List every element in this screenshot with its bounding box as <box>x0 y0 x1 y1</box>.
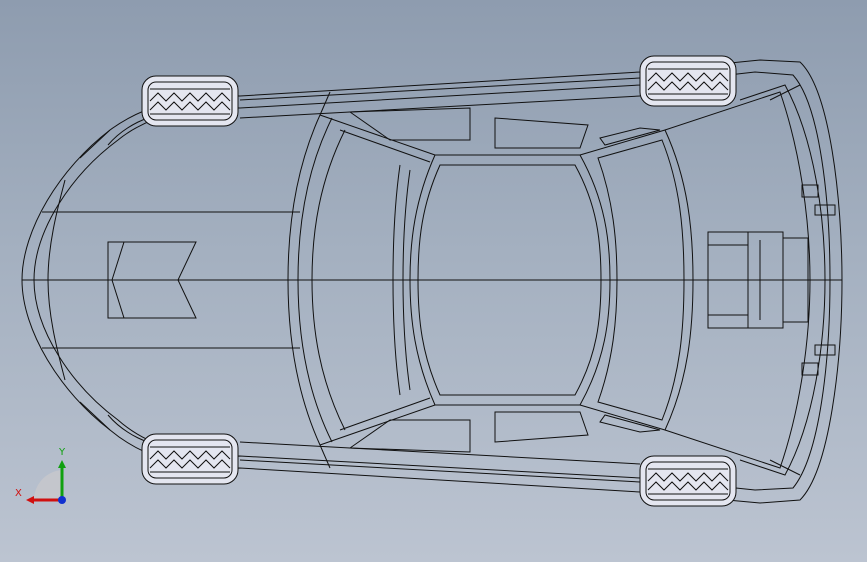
axis-y-label: Y <box>58 447 66 458</box>
axis-x-label: X <box>15 488 22 499</box>
tire-rear-left <box>639 55 737 107</box>
axis-triad-icon <box>26 460 66 504</box>
tire-front-right <box>141 433 239 485</box>
tire-rear-right <box>639 455 737 507</box>
hood-emblem <box>107 241 197 319</box>
rear-deck <box>664 84 836 476</box>
cabin-outline <box>287 91 694 469</box>
side-skirts <box>239 77 641 483</box>
tire-front-left <box>141 75 239 127</box>
